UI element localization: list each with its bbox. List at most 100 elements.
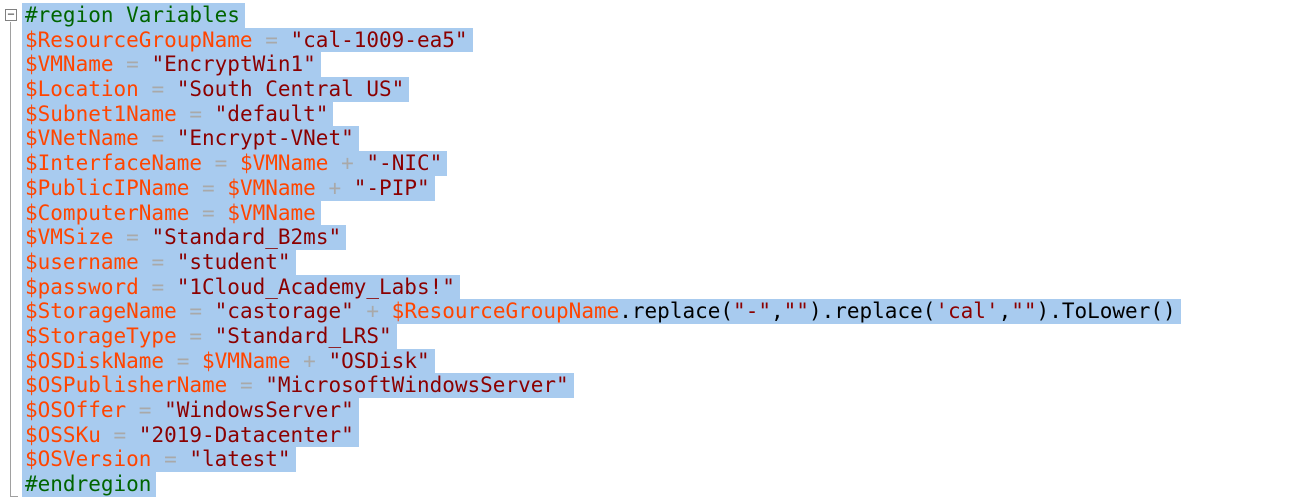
selection-highlight: $OSPublisherName = "MicrosoftWindowsServ… [22,373,574,398]
code-token-str: "EncryptWin1" [151,52,316,77]
code-token-var: $VMName [25,52,114,77]
code-line[interactable]: $VMSize = "Standard_B2ms" [22,225,1181,250]
code-token-var: $PublicIPName [25,175,190,200]
code-token-op: = [138,249,177,274]
code-token-var: $username [25,249,139,274]
code-token-op: + [315,175,354,200]
code-line[interactable]: $StorageType = "Standard_LRS" [22,323,1181,349]
code-token-op: = [138,77,177,102]
code-line[interactable]: $password = "1Cloud_Academy_Labs!" [22,274,1181,300]
code-line[interactable]: $OSPublisherName = "MicrosoftWindowsServ… [22,373,1181,398]
code-token-op: = [113,52,152,77]
code-token-str: "" [783,299,809,324]
code-line[interactable]: $PublicIPName = $VMName + "-PIP" [22,175,1181,201]
code-token-str: 'cal' [935,299,999,324]
collapse-region-icon[interactable]: − [5,8,17,21]
selection-highlight: $Location = "South Central US" [22,77,410,102]
code-token-var: $VMName [239,151,329,176]
code-token-str: "student" [176,249,291,274]
code-line[interactable]: $VMName = "EncryptWin1" [22,52,1181,78]
code-token-var: $Subnet1Name [25,101,177,126]
code-token-str: "MicrosoftWindowsServer" [265,373,569,398]
code-token-var: $Location [25,77,139,102]
code-token-op: = [176,299,215,324]
code-line[interactable]: $StorageName = "castorage" + $ResourceGr… [22,299,1181,324]
code-token-op: = [176,323,215,348]
code-token-plain: .replace( [619,299,734,324]
code-token-str: "Standard_B2ms" [151,225,342,250]
code-token-str: "Standard_LRS" [214,323,392,348]
code-token-str: "1Cloud_Academy_Labs!" [176,274,455,299]
code-token-op: = [227,373,266,398]
selection-highlight: $StorageName = "castorage" + $ResourceGr… [22,299,1181,324]
code-token-var: $InterfaceName [25,151,203,176]
selection-highlight: $InterfaceName = $VMName + "-NIC" [22,151,448,176]
code-line[interactable]: $username = "student" [22,249,1181,275]
selection-highlight: $OSOffer = "WindowsServer" [22,398,359,423]
editor-gutter: − [0,0,22,504]
selection-highlight: $PublicIPName = $VMName + "-PIP" [22,175,435,201]
selection-highlight: $OSVersion = "latest" [22,447,296,473]
code-token-op: + [353,299,392,324]
code-token-op: = [189,175,228,200]
code-token-op: + [328,151,367,176]
code-line[interactable]: $OSSKu = "2019-Datacenter" [22,422,1181,448]
code-token-op: = [176,101,215,126]
code-token-plain: ).ToLower() [1036,299,1176,324]
code-token-str: "2019-Datacenter" [138,422,354,447]
code-token-var: $OSDiskName [25,348,165,373]
fold-guide-end [10,496,18,497]
code-token-op: = [164,348,203,373]
code-token-var: $password [25,274,139,299]
selection-highlight: $password = "1Cloud_Academy_Labs!" [22,274,460,300]
code-token-op: = [113,225,152,250]
code-token-comment: #endregion [25,472,152,497]
selection-highlight: $VMSize = "Standard_B2ms" [22,225,347,250]
code-token-str: "" [1011,299,1037,324]
code-lines[interactable]: #region Variables$ResourceGroupName = "c… [22,3,1181,497]
code-token-op: = [202,151,240,176]
code-token-str: "WindowsServer" [164,398,354,422]
code-token-op: + [290,348,329,373]
code-token-str: "Encrypt-VNet" [176,126,354,151]
code-line[interactable]: $InterfaceName = $VMName + "-NIC" [22,151,1181,176]
fold-guide-line [10,22,11,497]
code-line[interactable]: $OSVersion = "latest" [22,447,1181,473]
code-token-var: $ResourceGroupName [391,299,620,324]
code-token-plain: , [998,299,1012,324]
code-line[interactable]: #endregion [22,472,1181,497]
code-line[interactable]: $OSDiskName = $VMName + "OSDisk" [22,348,1181,374]
selection-highlight: $ComputerName = $VMName [22,200,321,226]
selection-highlight: $VNetName = "Encrypt-VNet" [22,126,359,152]
selection-highlight: $Subnet1Name = "default" [22,101,334,127]
selection-highlight: $OSDiskName = $VMName + "OSDisk" [22,348,435,374]
selection-highlight: $username = "student" [22,249,296,275]
code-token-var: $OSPublisherName [25,373,228,398]
selection-highlight: $OSSKu = "2019-Datacenter" [22,422,359,448]
code-token-var: $StorageName [25,299,177,324]
code-token-op: = [252,27,291,52]
code-line[interactable]: $ResourceGroupName = "cal-1009-ea5" [22,27,1181,53]
code-token-var: $VNetName [25,126,139,151]
code-token-str: "-PIP" [353,175,430,200]
selection-highlight: $ResourceGroupName = "cal-1009-ea5" [22,27,473,53]
code-token-plain: ).replace( [808,299,936,324]
code-line[interactable]: #region Variables [22,3,1181,28]
code-token-var: $OSVersion [25,447,152,472]
code-line[interactable]: $VNetName = "Encrypt-VNet" [22,126,1181,152]
code-token-str: "OSDisk" [328,348,430,373]
code-line[interactable]: $Location = "South Central US" [22,77,1181,102]
code-line[interactable]: $ComputerName = $VMName [22,200,1181,226]
code-token-var: $VMName [227,200,316,225]
code-token-str: "cal-1009-ea5" [290,27,468,52]
code-line[interactable]: $Subnet1Name = "default" [22,101,1181,127]
selection-highlight: $VMName = "EncryptWin1" [22,52,321,78]
code-token-plain: , [770,299,784,324]
code-token-var: $StorageType [25,323,177,348]
code-token-str: "South Central US" [176,77,405,102]
code-line[interactable]: $OSOffer = "WindowsServer" [22,398,1181,423]
code-token-str: "castorage" [214,299,354,324]
code-token-var: $OSSKu [25,422,101,447]
code-token-var: $VMSize [25,225,114,250]
